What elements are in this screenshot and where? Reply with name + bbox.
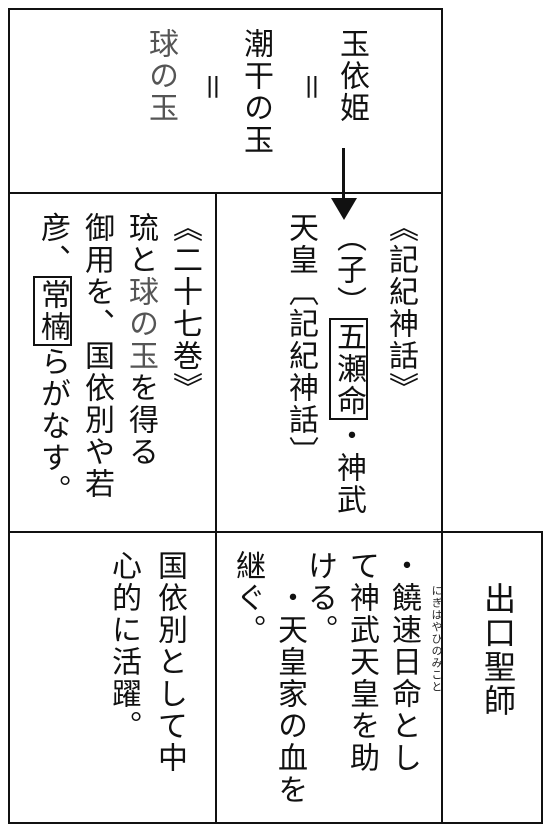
jinmu-text: ・神武 — [331, 420, 366, 516]
row2-divider — [8, 531, 543, 533]
tenno-kiki-text: 天皇〔記紀神話〕 — [283, 212, 318, 468]
top-border — [8, 8, 443, 10]
top-right-border — [441, 8, 443, 533]
hiko-line: 彦、常楠らがなす。 — [33, 212, 72, 506]
arrow-shaft — [342, 148, 345, 206]
row1-divider — [8, 192, 443, 194]
katsuyaku-line: 心的に活躍。 — [106, 550, 141, 742]
kyuu-no-tama-text: 球の玉 — [143, 28, 178, 124]
ryuu-kyuu-line: 琉と球の玉を得る — [121, 212, 159, 468]
tamayorihime-text: 玉依姫 — [334, 28, 369, 124]
bottom-right-divider — [441, 531, 443, 824]
outer-left-border — [8, 8, 10, 824]
shiohi-no-tama-text: 潮干の玉 — [238, 28, 273, 156]
child-label: （子） — [331, 222, 366, 318]
itsuse-line: （子）五瀬命・神武 — [329, 222, 368, 516]
goyou-line: 御用を、国依別や若 — [79, 212, 114, 500]
kyuu-no-tama-inline: 球の玉 — [123, 276, 158, 372]
ryuu-to-text: 琉と — [123, 212, 158, 276]
jinmu-tasuke-line: て神武天皇を助 — [344, 550, 379, 774]
bottom-border — [8, 822, 543, 824]
nigihayahi-ruby: にぎはやひのみこと — [430, 585, 443, 693]
down-arrow-icon — [331, 198, 357, 220]
hiko-text: 彦、 — [35, 212, 70, 276]
itsuse-boxed-name: 五瀬命 — [329, 318, 368, 420]
wo-eru-text: を得る — [123, 372, 158, 468]
kuniyoriwake-line: 国依別として中 — [152, 550, 187, 774]
kiki-shinwa-label: 《記紀神話》 — [383, 212, 418, 404]
nigihayahi-line: ・饒速日命とし — [386, 550, 421, 774]
outer-right-border — [541, 531, 543, 824]
tsunekusu-boxed-name: 常楠 — [33, 276, 72, 346]
equals-sign-1: ＝ — [291, 72, 326, 104]
tennouke-line: ・天皇家の血を — [272, 582, 307, 806]
keru-line: ける。 — [302, 550, 337, 646]
middle-vertical-divider — [215, 192, 217, 824]
nijuunana-kan-label: 《二十七巻》 — [167, 212, 202, 404]
tsugu-line: 継ぐ。 — [230, 550, 265, 646]
equals-sign-2: ＝ — [192, 72, 227, 104]
ragا-nasu-text: らがなす。 — [35, 346, 70, 506]
deguchi-seishi-label: 出口聖師 — [479, 582, 517, 718]
